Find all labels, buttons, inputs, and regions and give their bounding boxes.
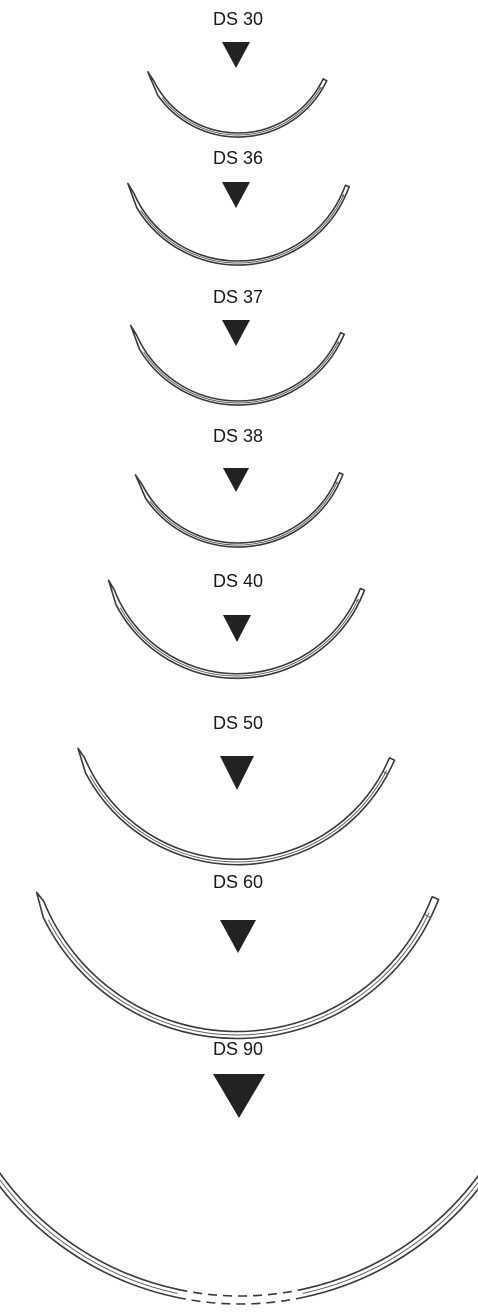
needle-highlight-left: [0, 1179, 178, 1294]
needle-highlight: [161, 86, 322, 136]
needle-shape: [129, 324, 346, 406]
needle-outline: [77, 747, 396, 866]
needle-label: DS 60: [213, 872, 263, 892]
swage-mark: [424, 913, 431, 918]
needle-outline-left: [0, 1185, 178, 1299]
swage-mark: [318, 87, 323, 90]
needle-outline-dashed: [178, 1288, 302, 1297]
needle-outline-right: [302, 1187, 478, 1299]
needle-shape: [35, 891, 440, 1040]
needle-body: [36, 892, 439, 1039]
needle-outline: [147, 71, 328, 138]
needle-ds-50: DS 50: [77, 713, 396, 866]
needle-label: DS 50: [213, 713, 263, 733]
arrow-down-icon: [213, 1074, 265, 1118]
swage-mark: [382, 771, 388, 775]
needle-shape: [134, 471, 344, 548]
needle-highlight: [119, 598, 359, 677]
swage-mark: [355, 599, 360, 603]
needle-ds-30: DS 30: [147, 9, 328, 138]
arrow-down-icon: [223, 468, 249, 492]
needle-highlight: [149, 481, 339, 546]
needle-outline: [35, 891, 440, 1040]
arrow-down-icon: [222, 42, 250, 68]
needle-label: DS 40: [213, 571, 263, 591]
arrow-down-icon: [220, 756, 254, 790]
needle-highlight: [47, 912, 430, 1036]
needle-highlight: [140, 193, 345, 264]
arrow-down-icon: [222, 320, 250, 346]
needle-shape: [77, 747, 396, 866]
needle-outline: [129, 324, 346, 406]
needle-label: DS 30: [213, 9, 263, 29]
needle-body: [0, 1173, 478, 1304]
needle-shape: [147, 71, 328, 138]
needle-shape: [107, 579, 366, 679]
needle-shape: [0, 1171, 478, 1305]
needle-outline: [127, 182, 351, 266]
needle-outline-dashed: [176, 1296, 304, 1305]
needle-shape: [127, 182, 351, 266]
needle-highlight-right: [302, 1181, 478, 1294]
needle-outline-right: [300, 1174, 478, 1291]
needle-ds-36: DS 36: [127, 148, 351, 266]
swage-mark: [334, 481, 339, 485]
arrow-down-icon: [220, 920, 256, 953]
arrow-down-icon: [222, 182, 250, 208]
needle-ds-90: DS 90: [0, 1039, 478, 1305]
needle-body: [147, 71, 327, 138]
needle-highlight: [143, 341, 340, 404]
needle-outline: [134, 471, 344, 548]
needle-label: DS 90: [213, 1039, 263, 1059]
needle-ds-37: DS 37: [129, 287, 346, 406]
swage-mark: [341, 194, 346, 198]
needle-highlight: [89, 770, 388, 863]
arrow-down-icon: [223, 615, 251, 642]
needle-outline-left: [0, 1171, 180, 1291]
needle-label: DS 36: [213, 148, 263, 168]
needle-outline: [107, 579, 366, 679]
needle-ds-40: DS 40: [107, 571, 366, 679]
needle-label: DS 37: [213, 287, 263, 307]
needle-ds-60: DS 60: [35, 872, 440, 1040]
needle-label: DS 38: [213, 426, 263, 446]
swage-mark: [335, 341, 340, 345]
needle-ds-38: DS 38: [134, 426, 344, 548]
